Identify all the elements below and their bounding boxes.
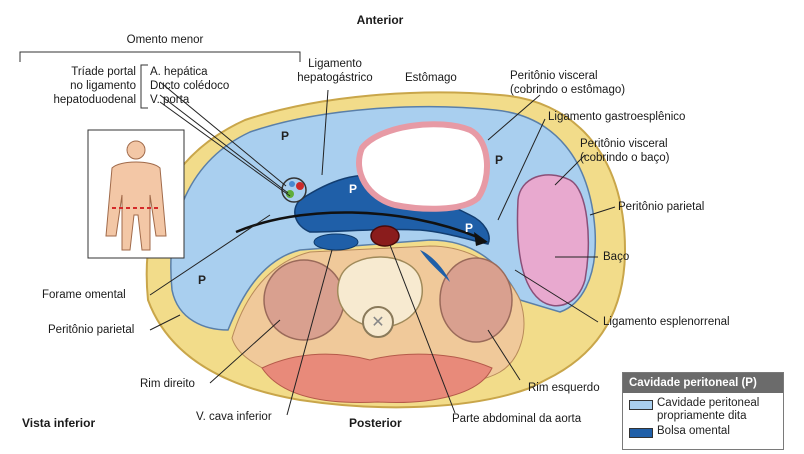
label-triade-1: Tríade portal: [71, 66, 136, 78]
legend-swatch-cavidade: [629, 400, 653, 410]
p-mark-5: P: [198, 273, 207, 287]
foramen-arrowhead: [474, 232, 488, 246]
triade-bracket: [140, 64, 148, 109]
label-estomago: Estômago: [405, 72, 457, 84]
label-triade-3: hepatoduodenal: [53, 94, 137, 106]
label-triade-2: no ligamento: [70, 80, 136, 92]
leader-lines: [149, 81, 616, 416]
label-pv-estomago-1: Peritônio visceral: [510, 70, 598, 82]
label-baco: Baço: [603, 251, 630, 263]
legend-text-cavidade-line2: propriamente dita: [657, 410, 747, 422]
legend-title: Cavidade peritoneal (P): [623, 373, 783, 393]
label-parte-abdominal-aorta: Parte abdominal da aorta: [452, 413, 582, 425]
label-rim-esquerdo: Rim esquerdo: [528, 382, 600, 394]
p-mark-3: P: [495, 153, 504, 167]
label-ducto-coledoco: Ducto colédoco: [150, 80, 230, 92]
legend-item-cavidade: Cavidade peritoneal propriamente dita: [623, 397, 783, 425]
cord-glyph: ✕: [371, 314, 384, 331]
label-pv-estomago-2: (cobrindo o estômago): [510, 84, 626, 96]
bursa-extension: [420, 250, 450, 282]
label-pv-baco-2: (cobrindo o baço): [580, 152, 670, 164]
legend-text-cavidade-line1: Cavidade peritoneal: [657, 397, 760, 409]
label-lig-esplenorrenal: Ligamento esplenorrenal: [603, 316, 730, 328]
label-posterior: Posterior: [349, 416, 402, 430]
label-omento-menor: Omento menor: [126, 34, 204, 46]
bile-duct-dot: [286, 190, 294, 198]
legend-text-bolsa: Bolsa omental: [657, 425, 730, 437]
spleen-shape: [516, 174, 589, 307]
legend-box: Cavidade peritoneal (P) Cavidade periton…: [622, 372, 784, 450]
human-figure-icon: [105, 140, 167, 251]
label-a-hepatica: A. hepática: [150, 66, 208, 78]
legend-swatch-bolsa: [629, 428, 653, 438]
label-pv-baco-1: Peritônio visceral: [580, 138, 668, 150]
label-rim-direito: Rim direito: [140, 378, 195, 390]
portal-triad: [281, 177, 307, 203]
hepatic-artery-dot: [296, 182, 304, 190]
p-mark-4: P: [465, 221, 474, 235]
label-lig-hepatogastrico-2: hepatogástrico: [297, 72, 373, 84]
spinal-canal: [362, 306, 394, 338]
label-v-cava-inferior: V. cava inferior: [196, 411, 272, 423]
label-peritonio-parietal-right: Peritônio parietal: [618, 201, 705, 213]
label-lig-hepatogastrico-1: Ligamento: [308, 58, 362, 70]
right-kidney: [263, 259, 345, 341]
portal-vein-dot: [289, 181, 295, 187]
label-v-porta: V. porta: [150, 94, 190, 106]
inferior-vena-cava: [313, 233, 359, 251]
label-peritonio-parietal-left: Peritônio parietal: [48, 324, 135, 336]
p-mark-2: P: [349, 182, 358, 196]
label-anterior: Anterior: [356, 13, 404, 27]
omento-menor-bracket: [19, 51, 301, 62]
legend-item-bolsa: Bolsa omental: [623, 425, 783, 441]
legend-text-cavidade: Cavidade peritoneal propriamente dita: [657, 397, 759, 423]
label-lig-gastroesplenico: Ligamento gastroesplênico: [548, 111, 686, 123]
p-mark-1: P: [281, 129, 290, 143]
foramen-arrow: [235, 211, 481, 240]
label-vista-inferior: Vista inferior: [22, 416, 96, 430]
aorta: [370, 225, 400, 247]
left-kidney: [439, 257, 513, 343]
label-forame-omental: Forame omental: [42, 289, 126, 301]
stomach-shape: [356, 121, 490, 212]
back-muscles: [261, 353, 493, 403]
